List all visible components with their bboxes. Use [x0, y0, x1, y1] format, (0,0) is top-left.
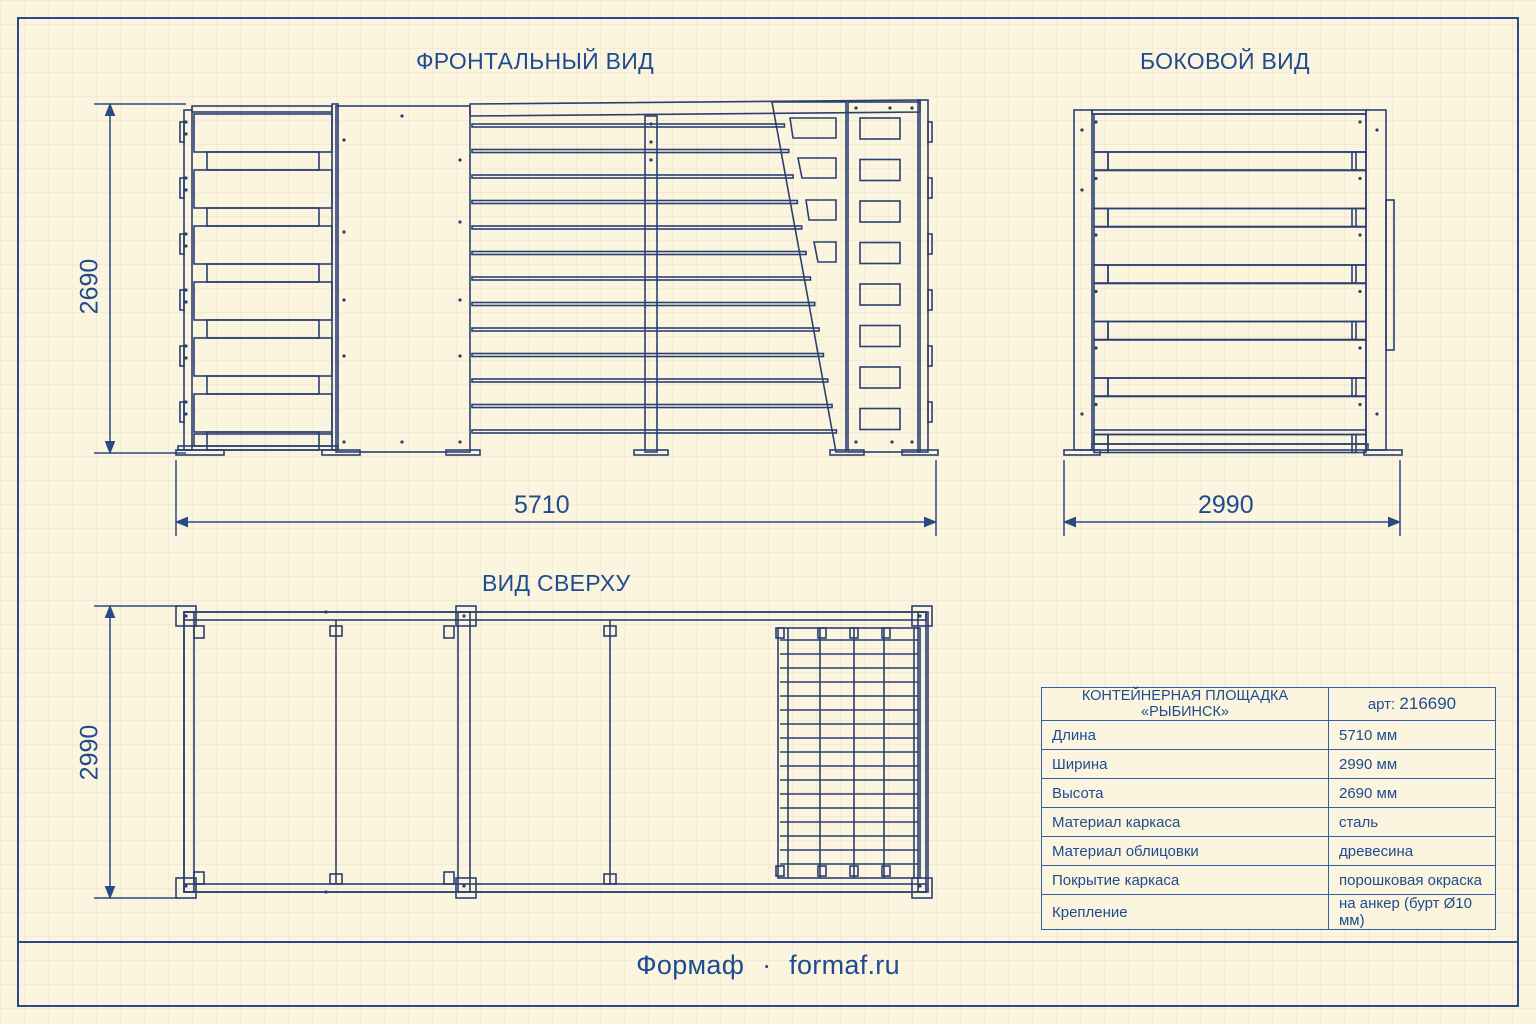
spec-row-value: древесина — [1327, 836, 1497, 866]
footer-separator: · — [762, 950, 772, 980]
spec-row-value: порошковая окраска — [1327, 865, 1497, 895]
sheet-border — [17, 17, 1519, 1007]
spec-article: арт: 216690 — [1327, 687, 1497, 721]
front-width-label: 5710 — [514, 491, 570, 519]
spec-title: КОНТЕЙНЕРНАЯ ПЛОЩАДКА «РЫБИНСК» — [1041, 687, 1329, 721]
footer-brand: Формаф — [636, 950, 745, 980]
footer: Формаф · formaf.ru — [18, 950, 1518, 981]
top-depth-dimension — [94, 604, 178, 900]
spec-row-label: Ширина — [1041, 749, 1329, 779]
spec-row-value: 2690 мм — [1327, 778, 1497, 808]
front-height-label: 2690 — [75, 258, 104, 315]
front-view-title: ФРОНТАЛЬНЫЙ ВИД — [416, 48, 654, 74]
side-view-title: БОКОВОЙ ВИД — [1140, 48, 1310, 74]
front-view-drawing — [175, 99, 939, 456]
spec-row-label: Длина — [1041, 720, 1329, 750]
front-height-dimension — [94, 102, 186, 455]
side-width-dimension — [1062, 460, 1402, 536]
spec-row-value: на анкер (бурт Ø10 мм) — [1327, 894, 1497, 930]
spec-article-label: арт: — [1367, 696, 1396, 713]
spec-article-number: 216690 — [1399, 694, 1457, 713]
spec-row-label: Материал облицовки — [1041, 836, 1329, 866]
spec-row-label: Высота — [1041, 778, 1329, 808]
top-view-drawing — [175, 605, 933, 899]
front-width-dimension — [174, 460, 938, 536]
spec-row-label: Крепление — [1041, 894, 1329, 930]
top-depth-label: 2990 — [75, 724, 104, 781]
spec-row-label: Материал каркаса — [1041, 807, 1329, 837]
side-view-drawing — [1063, 109, 1403, 456]
spec-table-header: КОНТЕЙНЕРНАЯ ПЛОЩАДКА «РЫБИНСК» арт: 216… — [1041, 687, 1497, 721]
side-width-label: 2990 — [1198, 491, 1254, 519]
footer-site-link[interactable]: formaf.ru — [789, 950, 900, 980]
top-view-title: ВИД СВЕРХУ — [482, 570, 631, 596]
spec-row-label: Покрытие каркаса — [1041, 865, 1329, 895]
spec-row-value: 5710 мм — [1327, 720, 1497, 750]
spec-table: КОНТЕЙНЕРНАЯ ПЛОЩАДКА «РЫБИНСК» арт: 216… — [1041, 687, 1497, 930]
spec-row-value: сталь — [1327, 807, 1497, 837]
spec-row-value: 2990 мм — [1327, 749, 1497, 779]
